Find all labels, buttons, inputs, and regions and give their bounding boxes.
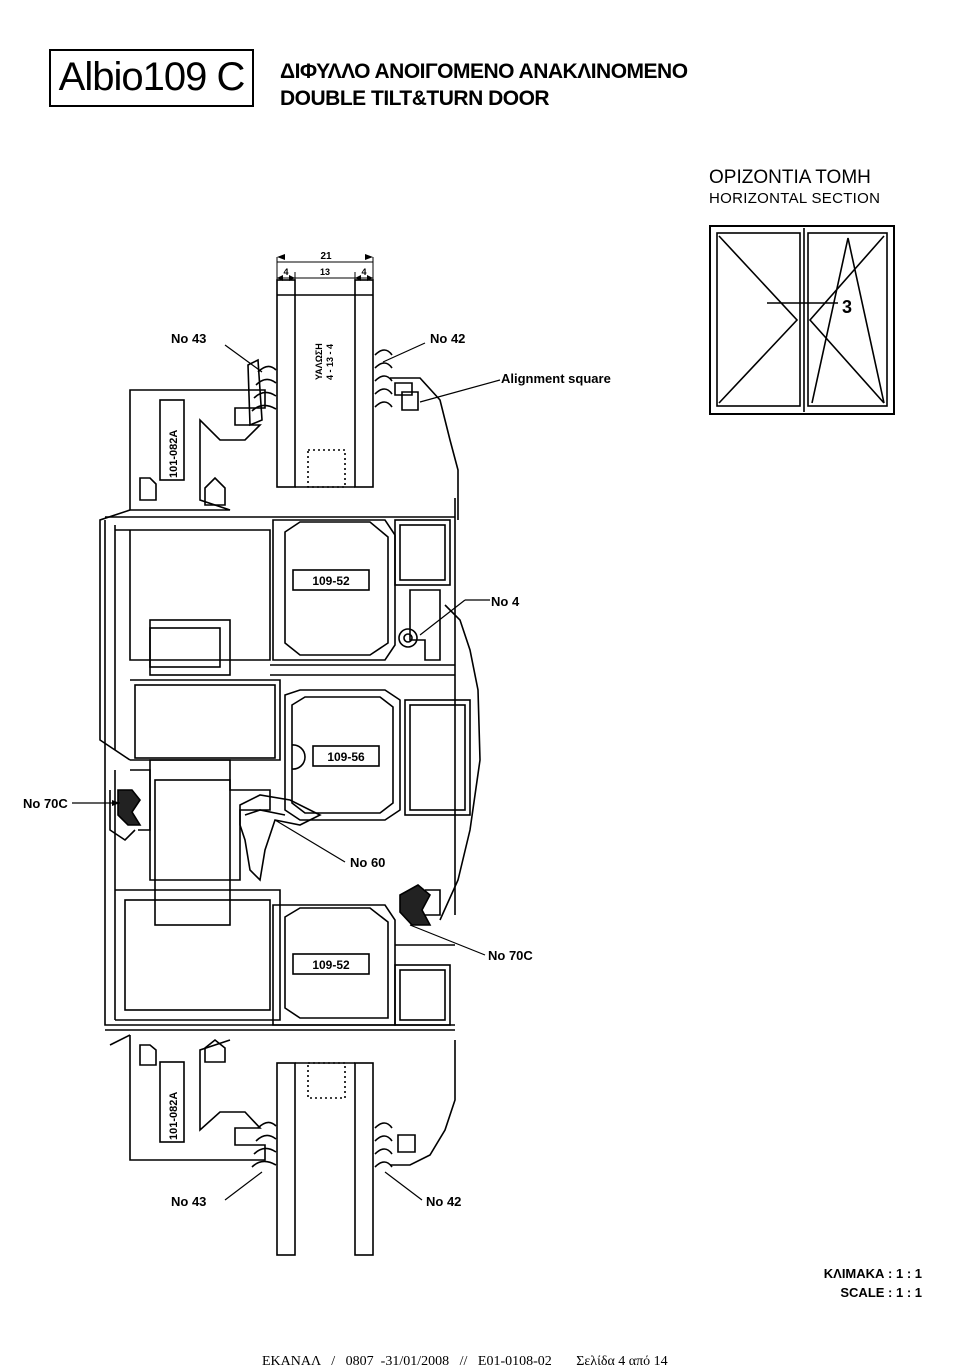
gasket-fins-bottom-left [251,1121,277,1168]
callout-no70c-left: No 70C [23,796,68,811]
sash-profile-top [272,519,451,661]
callout-no42-top: No 42 [430,331,465,346]
dim-left-label: 4 [283,267,288,277]
glass-unit-top [276,279,374,488]
mullion-profile [284,689,471,821]
seal-no70c-left [109,769,151,842]
section-title-english: HORIZONTAL SECTION [709,190,881,207]
callout-no70c-right: No 70C [488,948,533,963]
callout-no42-bottom: No 42 [426,1194,461,1209]
profile-label-sash-bottom: 109-52 [312,958,350,972]
section-marker: 3 [842,297,852,317]
top-right-sash-edge [390,377,481,921]
title-english: DOUBLE TILT&TURN DOOR [280,87,550,110]
glass-spec-label: ΥΑΛΩΣΗ4 - 13 - 4 [314,343,335,380]
seal-no70c-right [399,884,441,926]
gasket-fins-top-right [374,349,393,408]
dim-middle-label: 13 [320,267,330,277]
main-frame-body [104,516,455,1031]
gasket-fins-top-left [247,358,277,427]
bottom-frame-profile [109,1034,266,1161]
leader-arrowheads [112,254,373,806]
profile-code-boxes: 109-52 109-56 109-52 [292,569,380,975]
scale-english: SCALE : 1 : 1 [840,1285,922,1300]
profile-label-mullion: 109-56 [327,750,365,764]
dim-right-label: 4 [361,267,366,277]
glass-unit-bottom [276,1062,374,1256]
top-frame-profile [99,389,266,761]
elevation-key [709,225,895,415]
page-footer: ΕΚΑΝΑΛ / 0807 -31/01/2008 // E01-0108-02… [262,1354,668,1369]
logo-box: Albio109 C [49,49,254,107]
profile-label-sash-top: 109-52 [312,574,350,588]
gasket-fins-bottom-right [374,1122,393,1168]
title-greek: ΔΙΦΥΛΛΟ ΑΝΟΙΓΟΜΕΝΟ ΑΝΑΚΛΙΝΟΜΕΝΟ [280,60,688,83]
callout-no4: No 4 [491,594,520,609]
profile-label-top-frame: 101-082A [168,430,180,478]
product-logo-text: Albio109 C [58,55,246,99]
bottom-right-sash-edge [390,1040,456,1166]
scale-greek: ΚΛΙΜΑΚΑ : 1 : 1 [823,1266,922,1281]
section-title-greek: ΟΡΙΖΟΝΤΙΑ ΤΟΜΗ [709,167,871,188]
dim-total-label: 21 [320,251,332,262]
gasket-no60 [239,794,322,882]
callout-alignment-square: Alignment square [501,371,611,386]
callout-no43-top: No 43 [171,331,206,346]
sash-profile-bottom [272,904,455,1026]
profile-label-bottom-frame: 101-082A [168,1092,180,1140]
callout-no43-bottom: No 43 [171,1194,206,1209]
leader-lines [72,342,501,1201]
callout-no60: No 60 [350,855,385,870]
gasket-no4 [398,589,441,661]
